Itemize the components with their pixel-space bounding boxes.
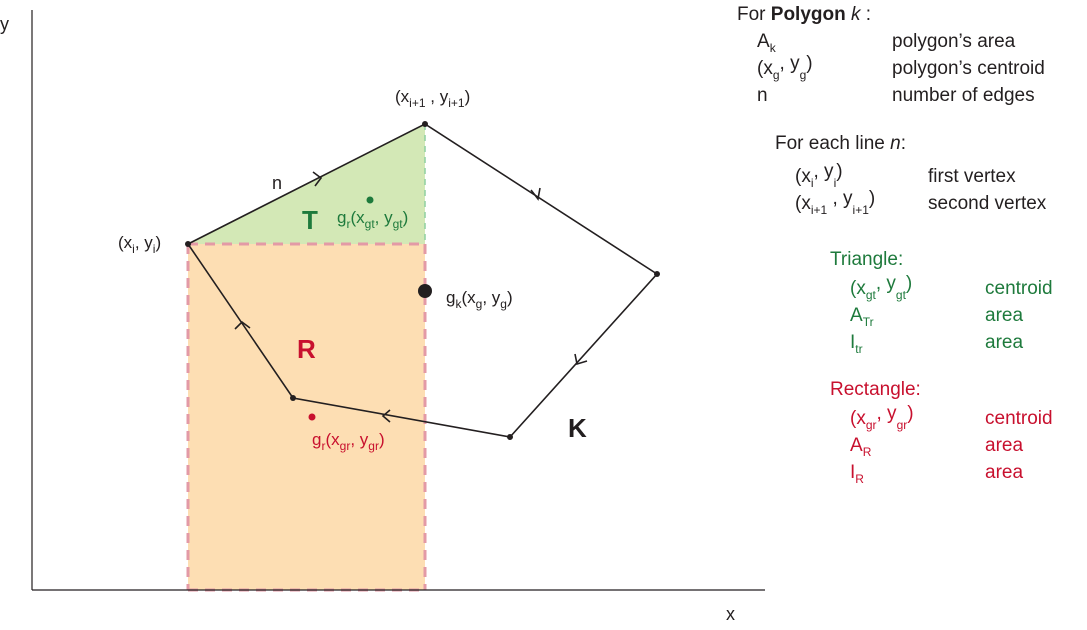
arrow-icon: [530, 187, 541, 201]
rectangle-centroid-label: gr(xgr, ygr): [312, 430, 385, 453]
polygon-centroid-label: gk(xg, yg): [446, 288, 513, 311]
legend-symbol: (xgr, ygr): [850, 403, 914, 432]
legend-symbol: AR: [850, 435, 872, 459]
legend-symbol: Ak: [757, 31, 777, 55]
vertex-dot: [290, 395, 296, 401]
edge-direction-arrows: [234, 171, 588, 423]
legend-description: polygon’s centroid: [892, 58, 1045, 79]
vertex-i1-label: (xi+1 , yi+1): [395, 87, 470, 110]
legend-heading: For Polygon k :: [737, 4, 871, 25]
polygon-k-outline: [186, 123, 659, 438]
legend-description: area: [985, 332, 1023, 353]
legend-symbol: Itr: [850, 332, 863, 356]
triangle-label: T: [302, 205, 318, 235]
legend-symbol: (xi+1 , yi+1): [795, 188, 875, 217]
triangle-centroid-label: gr(xgt, ygt): [337, 208, 408, 231]
legend-description: area: [985, 435, 1023, 456]
arrow-icon: [381, 409, 391, 423]
polygon-centroid-dot: [418, 284, 432, 298]
legend-symbol: (xg, yg): [757, 53, 813, 82]
legend-description: first vertex: [928, 166, 1016, 187]
legend-symbol: (xgt, ygt): [850, 273, 912, 302]
arrow-icon: [234, 320, 251, 330]
vertices: [185, 121, 660, 440]
line-legend-rows: (xi, yi) first vertex (xi+1 , yi+1) second …: [795, 161, 1047, 217]
legend-description: area: [985, 462, 1023, 483]
legend-symbol: IR: [850, 462, 864, 486]
legend-description: area: [985, 305, 1023, 326]
line-legend-heading: For each line n:: [775, 133, 906, 154]
rectangle-centroid-dot: [308, 413, 316, 421]
vertex-dot: [185, 241, 191, 247]
legend-description: centroid: [985, 408, 1053, 429]
vertex-dot: [422, 121, 428, 127]
legend: For Polygon k : Ak polygon’s area (xg, yg)…: [737, 4, 1053, 486]
vertex-dot: [507, 434, 513, 440]
legend-symbol: (xi, yi): [795, 161, 843, 190]
rectangle-legend-heading: Rectangle:: [830, 379, 921, 400]
arrow-icon: [574, 353, 588, 366]
polygon-legend-rows: Ak polygon’s area (xg, yg) polygon’s centro…: [757, 31, 1045, 106]
rectangle-label: R: [297, 334, 316, 364]
legend-description: polygon’s area: [892, 31, 1016, 52]
vertex-dot: [654, 271, 660, 277]
legend-description: centroid: [985, 278, 1053, 299]
triangle-legend-heading: Triangle:: [830, 249, 903, 270]
triangle-centroid-dot: [366, 196, 374, 204]
y-axis-label: y: [0, 14, 9, 34]
legend-symbol: ATr: [850, 305, 874, 329]
x-axis-label: x: [726, 604, 735, 624]
legend-symbol: n: [757, 85, 768, 106]
arrow-icon: [312, 171, 323, 187]
polygon-label: K: [568, 413, 587, 443]
vertex-i-label: (xi, yi): [118, 233, 161, 256]
legend-description: second vertex: [928, 193, 1047, 214]
legend-description: number of edges: [892, 85, 1035, 106]
edge-label: n: [272, 173, 282, 193]
